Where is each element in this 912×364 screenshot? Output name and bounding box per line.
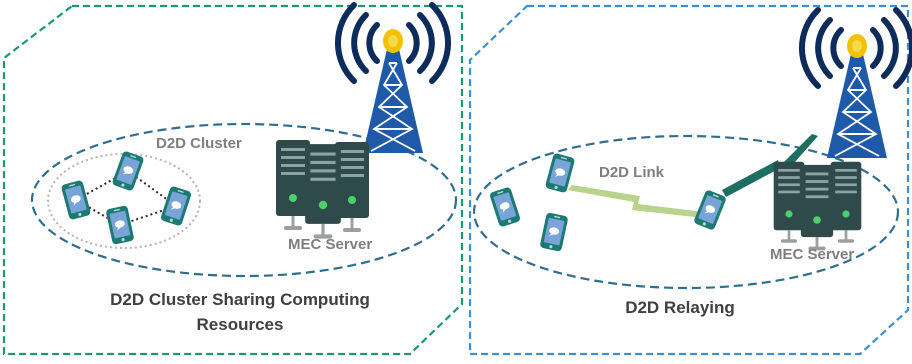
cluster-links: [75, 170, 177, 226]
right-phone-left: [488, 186, 522, 228]
right-mec-server-icon: [773, 161, 862, 251]
left-caption-line1: D2D Cluster Sharing Computing: [110, 290, 370, 309]
left-panel-border: [2, 4, 464, 356]
cluster-phone-right: [159, 185, 193, 227]
left-tower-icon: [338, 5, 448, 153]
right-mec-server-label: MEC Server: [770, 246, 855, 263]
cluster-phone-bottom: [105, 205, 135, 245]
relay-phone: [693, 189, 727, 231]
left-mec-coverage: [30, 122, 458, 278]
left-caption-line2: Resources: [196, 315, 284, 334]
cluster-phone-top: [111, 150, 145, 192]
right-caption: D2D Relaying: [625, 298, 735, 317]
right-tower-icon: [802, 10, 912, 158]
d2d-link-bolt: [568, 185, 704, 218]
right-panel-border: [468, 4, 910, 356]
d2d-link-label: D2D Link: [599, 164, 665, 181]
cluster-phone-left: [60, 179, 92, 221]
d2d-cluster-boundary: [47, 153, 201, 249]
left-mec-server-label: MEC Server: [288, 236, 373, 253]
right-mec-coverage: [472, 134, 900, 290]
relay-uplink-bolt: [722, 134, 818, 197]
left-mec-server-icon: [276, 140, 369, 239]
right-phone-bottom: [539, 212, 569, 252]
d2d-cluster-label: D2D Cluster: [156, 135, 242, 152]
